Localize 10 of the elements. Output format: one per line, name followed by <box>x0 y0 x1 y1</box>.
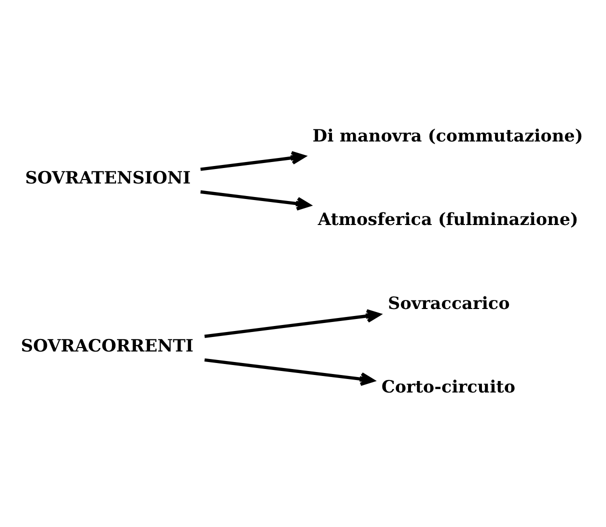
node-text: SOVRACORRENTI <box>20 334 194 355</box>
node-text: SOVRATENSIONI <box>25 167 191 188</box>
arrow <box>204 308 381 338</box>
node-text: Di manovra (commutazione) <box>312 124 583 145</box>
node-text: Corto-circuito <box>381 376 516 396</box>
arrow <box>200 150 306 170</box>
node-text: Sovraccarico <box>388 292 510 312</box>
arrow <box>200 190 311 210</box>
arrow <box>204 358 374 386</box>
node-text: Atmosferica (fulminazione) <box>318 208 578 229</box>
